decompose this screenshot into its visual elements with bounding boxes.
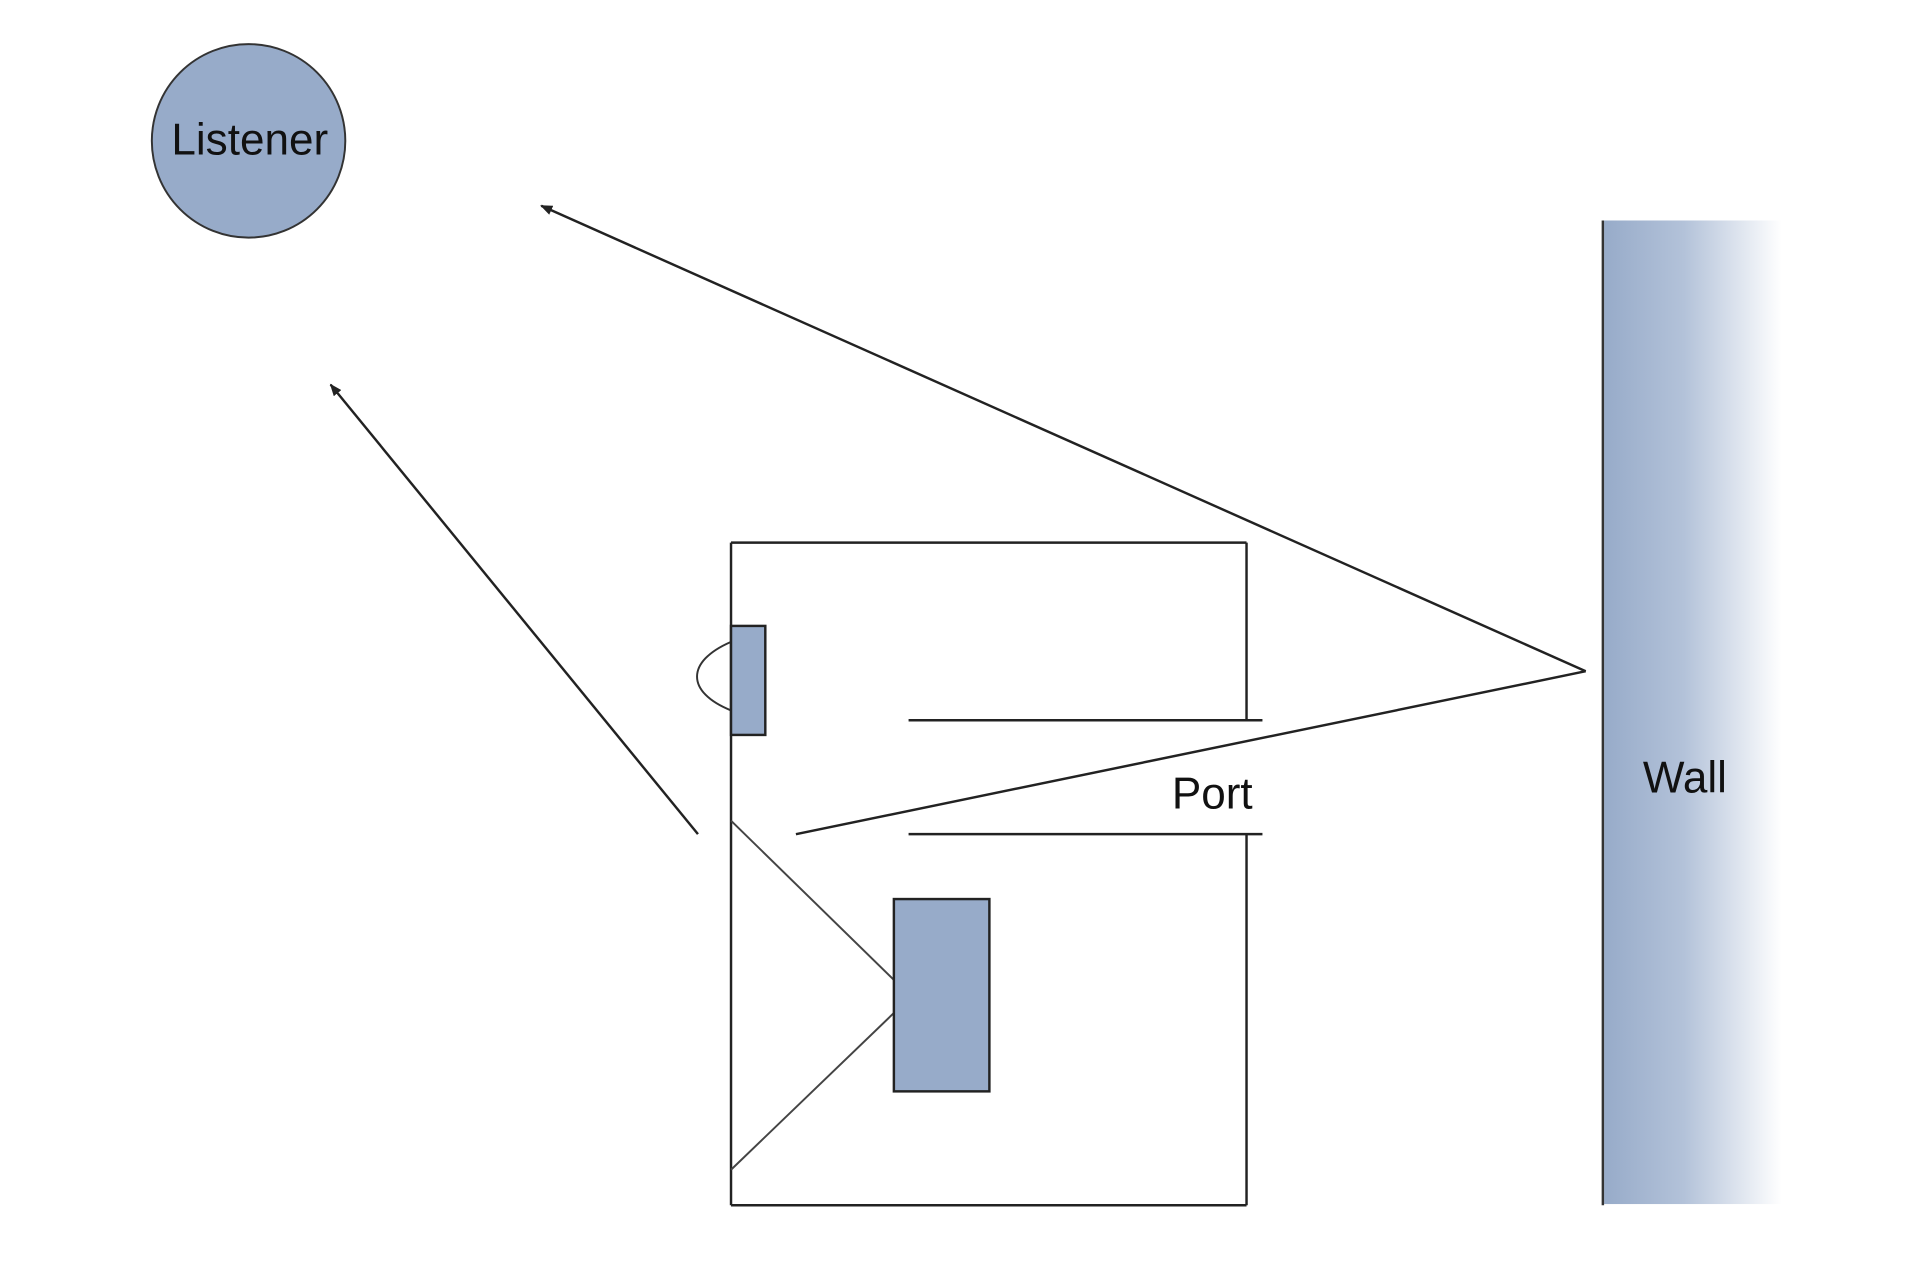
listener-label: Listener [171,115,328,164]
reflected-path-arrow-to-listener [540,204,1587,673]
speaker-cabinet [729,541,1263,1207]
tweeter [696,624,767,737]
listener-circle [150,43,347,239]
wall-gradient [1604,220,1782,1205]
woofer-cone-lower [730,1012,895,1171]
tweeter-body [729,624,767,737]
woofer [730,819,991,1171]
direct-path-arrow-to-listener [329,383,699,835]
reflected-path-to-wall [795,670,1586,836]
wall: Wall [1601,220,1782,1206]
listener-node: Listener [150,43,347,239]
tweeter-dome [696,640,732,712]
woofer-cone-upper [730,819,895,981]
woofer-magnet [892,897,991,1093]
port-label: Port [1172,769,1253,818]
wall-label: Wall [1643,753,1727,802]
